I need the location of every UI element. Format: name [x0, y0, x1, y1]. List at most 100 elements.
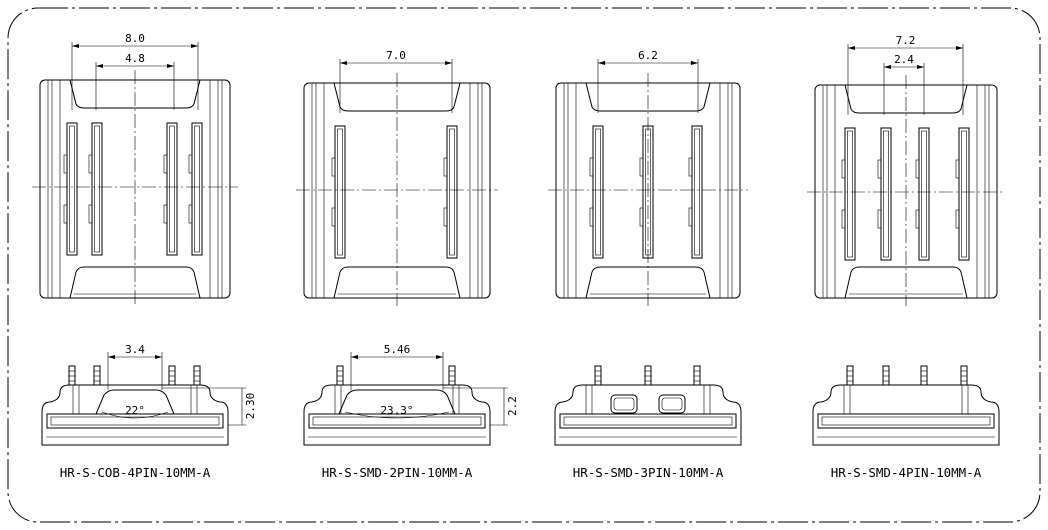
top-view: 6.2: [548, 49, 748, 306]
pin-tab: [331, 207, 336, 227]
pin-tab: [163, 204, 168, 224]
dimension-label: 3.4: [125, 343, 145, 356]
pin-lead: [960, 365, 968, 386]
top-recess: [69, 79, 201, 109]
pin-slot: [191, 122, 203, 256]
dimension-label: 2.4: [894, 53, 914, 66]
connector-label: HR-S-SMD-4PIN-10MM-A: [831, 465, 982, 480]
pin-contact: [961, 130, 967, 258]
side-view: 22° 3.4 2.30: [41, 343, 257, 446]
dimension-label: 8.0: [125, 32, 145, 45]
pin-tab: [955, 159, 960, 179]
connector-3: 6.2HR-S-SMD-3PIN-10MM-A: [548, 49, 748, 480]
pin-contact: [595, 128, 601, 256]
pin-tab: [88, 154, 93, 174]
side-outline: [303, 384, 491, 446]
top-view: 8.0 4.8: [32, 32, 238, 306]
pin-contact: [883, 130, 889, 258]
pin-contact: [94, 125, 100, 253]
side-view: 23.3°5.462.2: [303, 343, 519, 446]
pin-tab: [88, 204, 93, 224]
pin-slot: [446, 125, 458, 259]
pin-contact: [337, 128, 343, 256]
pin-tab: [915, 159, 920, 179]
pin-tab: [63, 204, 68, 224]
base-slot-inner: [563, 416, 733, 426]
side-window: [610, 394, 638, 414]
connector-4: 7.22.4HR-S-SMD-4PIN-10MM-A: [807, 34, 1005, 480]
pin-contact: [694, 128, 700, 256]
pin-tab: [63, 154, 68, 174]
pin-contact: [169, 125, 175, 253]
pin-tab: [443, 207, 448, 227]
pin-lead: [920, 365, 928, 386]
bottom-recess: [69, 266, 201, 299]
top-recess: [844, 84, 968, 114]
dimension-label: 5.46: [384, 343, 411, 356]
pin-slot: [91, 122, 103, 256]
pin-tab: [841, 209, 846, 229]
pin-tab: [639, 157, 644, 177]
dimension-label: 7.0: [386, 49, 406, 62]
pin-slot: [592, 125, 604, 259]
pin-tab: [188, 204, 193, 224]
dimension-label: 2.30: [244, 393, 257, 420]
pin-lead: [882, 365, 890, 386]
pin-lead: [193, 365, 201, 386]
pin-tab: [688, 157, 693, 177]
pin-lead: [336, 365, 344, 386]
pin-lead: [846, 365, 854, 386]
angle-arc: [101, 411, 169, 419]
pin-slot: [66, 122, 78, 256]
drawing-frame: [7, 7, 1041, 523]
dimension-label: 4.8: [125, 52, 145, 65]
base-slot: [46, 413, 224, 429]
pin-slot: [166, 122, 178, 256]
pin-tab: [877, 209, 882, 229]
pin-tab: [443, 157, 448, 177]
pin-slot: [918, 127, 930, 261]
pin-contact: [847, 130, 853, 258]
pin-slot: [880, 127, 892, 261]
pin-slot: [691, 125, 703, 259]
pin-slot: [334, 125, 346, 259]
pin-lead: [68, 365, 76, 386]
dimension-label: 6.2: [638, 49, 658, 62]
top-recess: [585, 82, 711, 112]
base-slot-inner: [312, 416, 482, 426]
pin-tab: [955, 209, 960, 229]
top-recess: [333, 82, 461, 112]
side-view: [812, 365, 1000, 446]
base-slot-inner: [821, 416, 991, 426]
pin-contact: [449, 128, 455, 256]
pin-lead: [644, 365, 652, 386]
pin-tab: [841, 159, 846, 179]
base-slot: [559, 413, 737, 429]
base-slot: [308, 413, 486, 429]
hump: [338, 389, 456, 415]
side-outline: [812, 384, 1000, 446]
base-slot-inner: [50, 416, 220, 426]
pin-lead: [693, 365, 701, 386]
angle-label: 22°: [125, 404, 145, 417]
pin-lead: [594, 365, 602, 386]
pin-tab: [589, 207, 594, 227]
pin-lead: [93, 365, 101, 386]
pin-tab: [163, 154, 168, 174]
hump: [95, 389, 175, 415]
pin-tab: [188, 154, 193, 174]
pin-tab: [877, 159, 882, 179]
angle-arc: [344, 411, 450, 419]
connector-2: 7.023.3°5.462.2HR-S-SMD-2PIN-10MM-A: [296, 49, 519, 480]
angle-label: 23.3°: [380, 404, 413, 417]
pin-slot: [958, 127, 970, 261]
top-view: 7.0: [296, 49, 498, 306]
pin-slot: [844, 127, 856, 261]
pin-contact: [69, 125, 75, 253]
base-slot: [817, 413, 995, 429]
pin-tab: [915, 209, 920, 229]
pin-lead: [448, 365, 456, 386]
pin-contact: [194, 125, 200, 253]
